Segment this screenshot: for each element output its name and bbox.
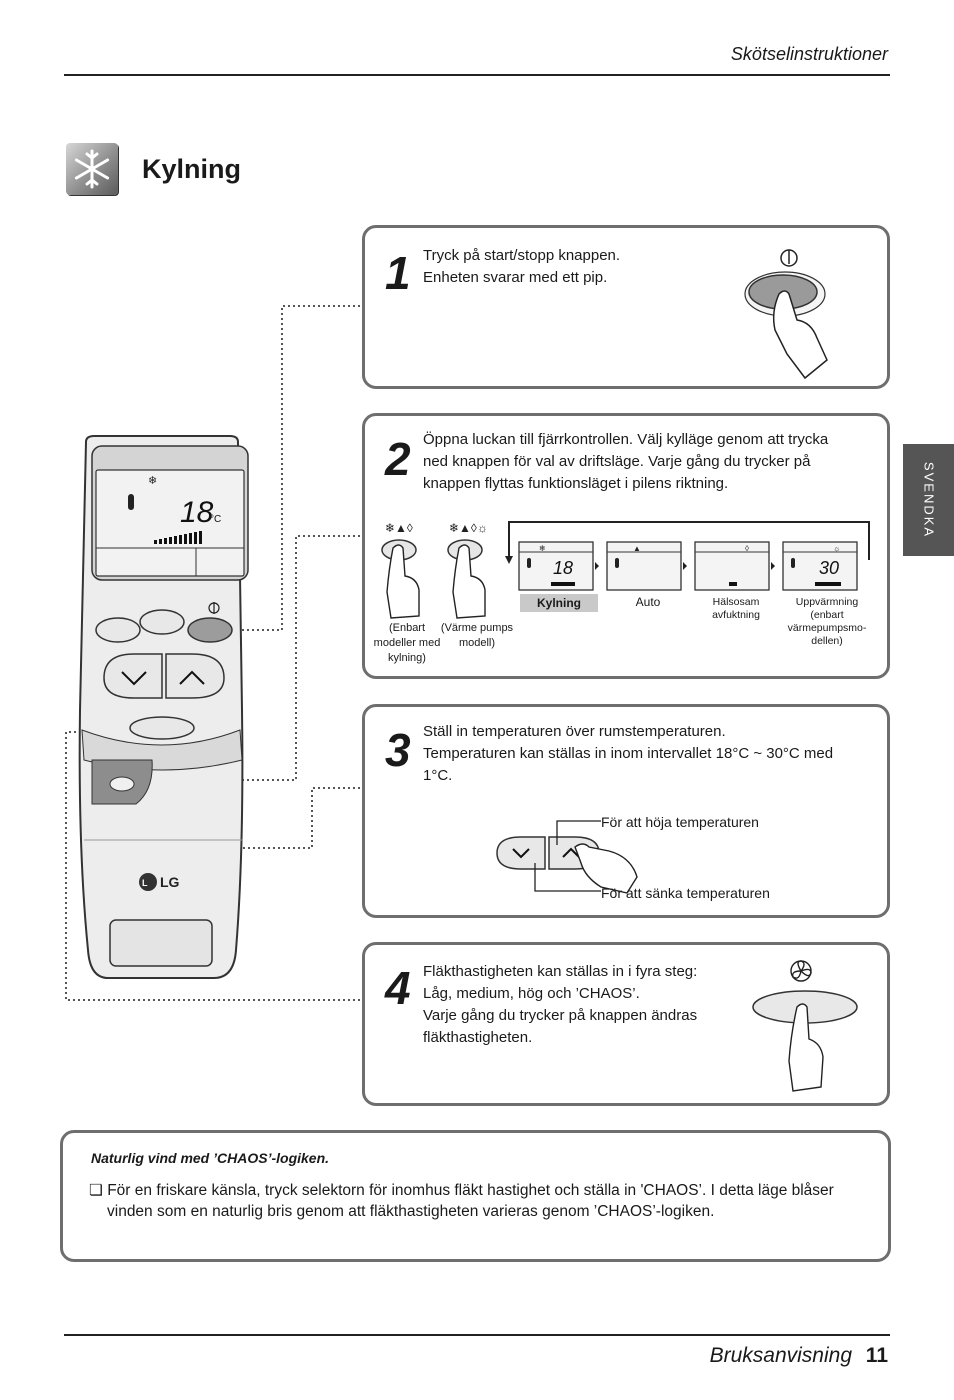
svg-text:❄▲◊☼: ❄▲◊☼ — [449, 521, 488, 535]
caption-line: modell) — [458, 637, 496, 649]
step-2-box: 2 Öppna luckan till fjärrkontrollen. Väl… — [362, 413, 890, 679]
fan-button-illustration — [752, 960, 858, 1092]
remote-brand: LG — [160, 874, 180, 890]
mode-label-line: dellen) — [811, 635, 843, 647]
step-4-box: 4 Fläkthastigheten kan ställas in i fyra… — [362, 942, 890, 1106]
header-rule — [64, 74, 890, 76]
step-2-line: knappen flyttas funktionsläget i pilens … — [423, 475, 729, 492]
step-4-line: Fläkthastigheten kan ställas in i fyra s… — [423, 963, 698, 980]
mode-label-auto: Auto — [635, 595, 661, 609]
mode-button-1-caption: (Enbart modeller med kylning) — [369, 621, 445, 666]
note-text: ❏ För en friskare känsla, tryck selektor… — [89, 1180, 879, 1222]
page-number: 11 — [865, 1344, 888, 1367]
step-4-line: fläkthastigheten. — [423, 1029, 533, 1046]
svg-text:☼: ☼ — [833, 544, 840, 553]
step-2-line: Öppna luckan till fjärrkontrollen. Välj … — [423, 431, 829, 448]
mode-label-line: Uppvärmning — [795, 596, 859, 608]
note-line-1: För en friskare känsla, tryck selektorn … — [107, 1182, 834, 1199]
step-1-number: 1 — [385, 247, 411, 299]
mode-cycle-diagram: ❄ ▲ ◊ ☼ 18 30 — [505, 521, 870, 591]
svg-text:◊: ◊ — [745, 544, 749, 553]
footer-rule — [64, 1334, 890, 1336]
mode-icons: ❄▲◊ — [385, 521, 413, 535]
caption-line: modeller med — [373, 637, 441, 649]
step-3-text: Ställ in temperaturen över rumstemperatu… — [423, 721, 833, 787]
caption-line: kylning) — [388, 652, 426, 664]
mode-label-line: avfuktning — [712, 609, 760, 621]
fan-icon — [790, 960, 812, 982]
language-tab: SVENDKA — [903, 444, 954, 556]
power-button-illustration — [744, 249, 828, 380]
temp-up-label: För att höja temperaturen — [601, 814, 759, 830]
note-line-2: vinden som en naturlig bris genom att fl… — [107, 1203, 715, 1220]
mode-buttons-illustration: ❄▲◊ ❄▲◊☼ — [381, 521, 488, 619]
remote-control: ❄ 18 °C L LG — [64, 430, 260, 990]
chevron-down-icon — [512, 848, 530, 859]
temperature-buttons-illustration — [496, 820, 638, 894]
mode-label-heating: Uppvärmning (enbart värmepumpsmo- dellen… — [785, 596, 869, 648]
step-3-line: Ställ in temperaturen över rumstemperatu… — [423, 723, 726, 740]
step-3-line: 1°C. — [423, 767, 453, 784]
step-2-text: Öppna luckan till fjärrkontrollen. Välj … — [423, 429, 828, 495]
note-bullet: ❏ — [89, 1182, 103, 1199]
svg-text:L: L — [142, 878, 148, 888]
step-4-number: 4 — [385, 962, 411, 1014]
snowflake-icon — [66, 143, 118, 195]
remote-display-unit: °C — [210, 514, 221, 525]
header-title: Skötselinstruktioner — [730, 44, 888, 64]
mode-label-dehumidify: Hälsosam avfuktning — [697, 596, 775, 622]
step-1-box: 1 Tryck på start/stopp knappen. Enheten … — [362, 225, 890, 389]
step-2-number: 2 — [385, 433, 411, 485]
svg-text:▲: ▲ — [633, 544, 641, 553]
mode-label-line: (enbart — [810, 609, 844, 621]
chevron-up-icon — [562, 847, 580, 858]
chaos-note-box: Naturlig vind med ’CHAOS’-logiken. ❏ För… — [60, 1130, 891, 1262]
mode-label-cooling: Kylning — [520, 594, 598, 612]
step-3-box: 3 Ställ in temperaturen över rumstempera… — [362, 704, 890, 918]
caption-line: (Enbart — [388, 622, 426, 634]
step-3-number: 3 — [385, 724, 411, 776]
step-4-line: Låg, medium, hög och ’CHAOS’. — [423, 985, 640, 1002]
step-3-line: Temperaturen kan ställas in inom interva… — [423, 745, 834, 762]
step-4-text: Fläkthastigheten kan ställas in i fyra s… — [423, 961, 697, 1049]
note-title: Naturlig vind med ’CHAOS’-logiken. — [91, 1150, 330, 1166]
step-2-line: ned knappen för val av driftsläge. Varje… — [423, 453, 811, 470]
temp-down-label: För att sänka temperaturen — [601, 885, 770, 901]
remote-display-temp: 18 — [180, 496, 214, 529]
svg-text:❄: ❄ — [539, 544, 546, 553]
step-1-line: Enheten svarar med ett pip. — [423, 269, 608, 286]
cooling-display-temp: 18 — [553, 558, 573, 578]
step-1-text: Tryck på start/stopp knappen. Enheten sv… — [423, 245, 620, 289]
section-title: Kylning — [142, 154, 241, 184]
footer-title: Bruksanvisning — [709, 1344, 852, 1367]
step-1-line: Tryck på start/stopp knappen. — [423, 247, 621, 264]
mode-label-line: värmepumpsmo- — [787, 622, 867, 634]
step-4-line: Varje gång du trycker på knappen ändras — [423, 1007, 698, 1024]
mode-label-line: Hälsosam — [712, 596, 760, 608]
svg-text:❄: ❄ — [148, 475, 157, 487]
caption-line: (Värme pumps — [440, 622, 514, 634]
heating-display-temp: 30 — [819, 558, 839, 578]
mode-button-2-caption: (Värme pumps modell) — [439, 621, 515, 651]
